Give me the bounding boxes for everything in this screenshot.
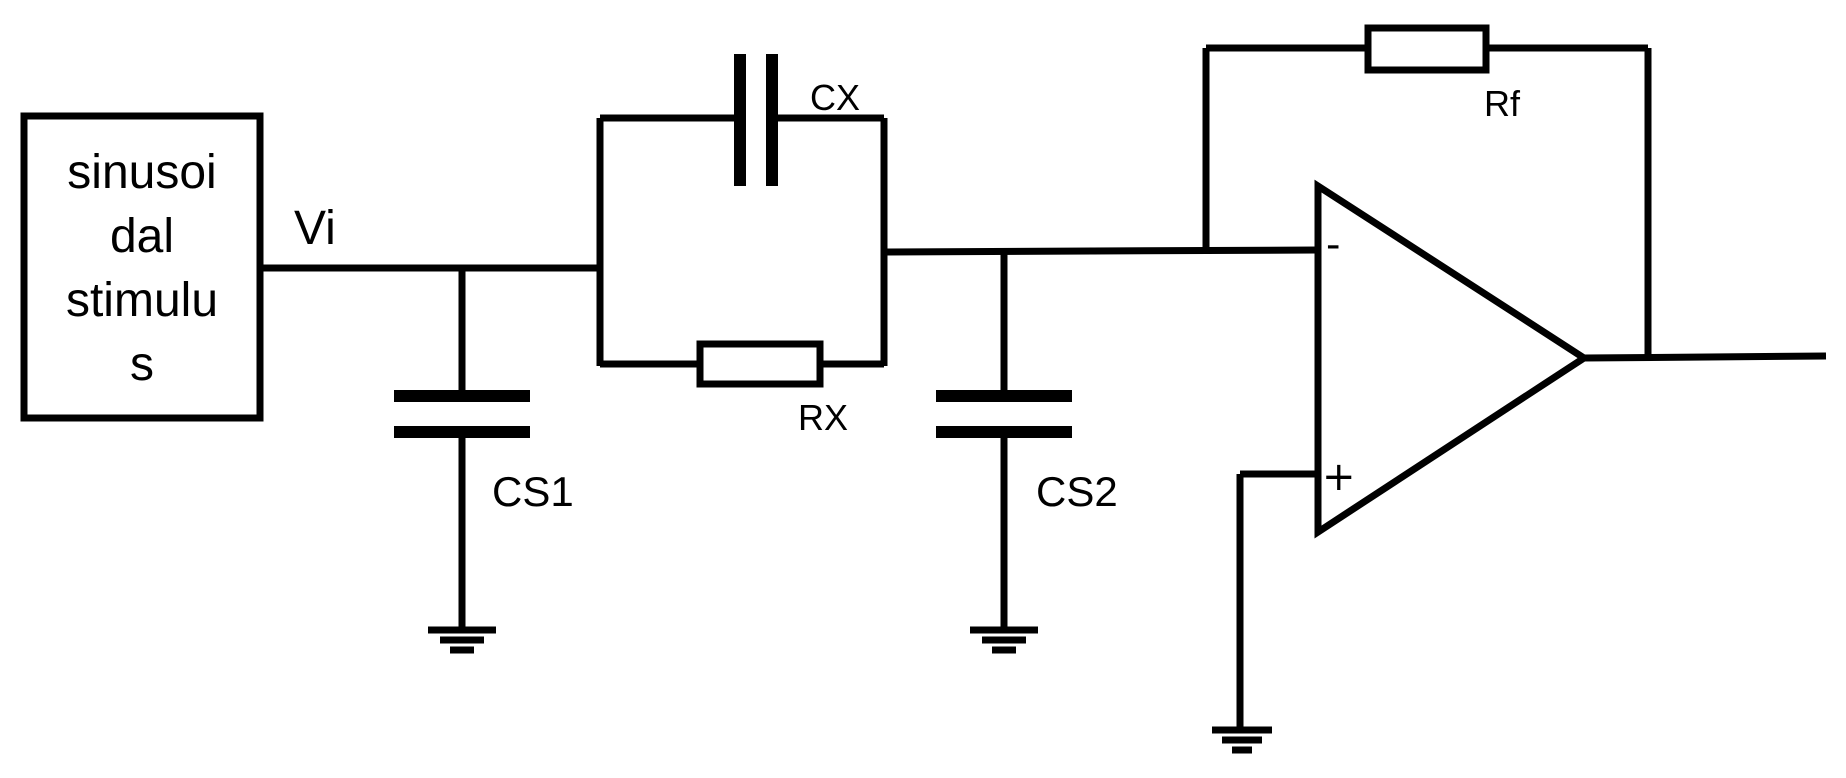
ground-icon xyxy=(1212,726,1272,754)
feedback-resistor-rf: Rf xyxy=(1202,24,1652,358)
op-amp-triangle xyxy=(1314,179,1591,539)
rf-label: Rf xyxy=(1484,83,1521,124)
source-label-line-3: stimulu xyxy=(66,274,218,327)
source-label-line-2: dal xyxy=(110,210,174,263)
cs2-label: CS2 xyxy=(1036,468,1118,515)
cs1-label: CS1 xyxy=(492,468,574,515)
summing-node-wire xyxy=(883,246,1319,256)
source-label-line-1: sinusoi xyxy=(67,146,216,199)
source-label-line-4: s xyxy=(130,338,154,391)
op-amp-plus-sign: + xyxy=(1322,454,1356,500)
vi-label: Vi xyxy=(294,202,336,255)
resistor-rx xyxy=(696,340,824,388)
non-inverting-ground-path xyxy=(1212,470,1318,754)
op-amp: - + xyxy=(1314,179,1591,539)
capacitor-cs2: CS2 xyxy=(936,252,1118,654)
rx-label: RX xyxy=(798,397,848,438)
op-amp-minus-sign: - xyxy=(1326,222,1340,268)
sinusoidal-stimulus-source: sinusoi dal stimulu s xyxy=(20,112,264,422)
capacitor-cs1: CS1 xyxy=(394,268,574,654)
cx-label: CX xyxy=(810,77,860,118)
output-wire xyxy=(1583,352,1827,362)
ground-icon xyxy=(970,626,1038,654)
parallel-cx-rx-network: CX RX xyxy=(596,54,888,438)
ground-icon xyxy=(428,626,496,654)
resistor-rf xyxy=(1364,24,1490,74)
